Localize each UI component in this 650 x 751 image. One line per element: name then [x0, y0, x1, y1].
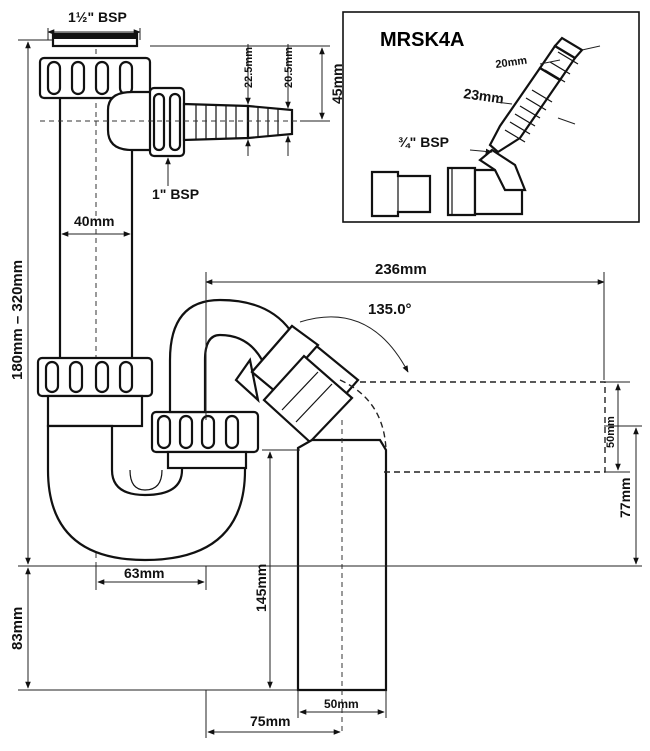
- dim-height-range: 180mm – 320mm: [9, 260, 26, 380]
- dim-50-side: 50mm: [605, 416, 617, 448]
- inset-panel: MRSK4A 20mm: [342, 11, 640, 223]
- dim-50-bottom: 50mm: [324, 697, 359, 711]
- outlet-pipe: [296, 420, 388, 735]
- outlet-swivel-nut: [250, 324, 360, 444]
- product-code: MRSK4A: [380, 29, 464, 51]
- inset-dim-20: 20mm: [495, 55, 528, 71]
- dim-236: 236mm: [375, 261, 427, 278]
- dim-77: 77mm: [617, 478, 633, 518]
- dim-45: 45mm: [329, 64, 345, 104]
- alternative-outlet-outline: [339, 379, 606, 473]
- dim-83: 83mm: [9, 607, 26, 650]
- inset-frame: [342, 11, 640, 223]
- dim-75: 75mm: [250, 713, 290, 729]
- top-waste-nut: [38, 32, 152, 100]
- appliance-inlet: [40, 86, 320, 158]
- inset-adaptor-straight: [370, 170, 432, 218]
- dim-20-5: 20.5mm: [283, 47, 295, 88]
- inset-bsp-label: ¾" BSP: [398, 134, 449, 150]
- dim-22-5: 22.5mm: [243, 47, 255, 88]
- inset-hose-tail: [488, 36, 584, 154]
- u-bend: [46, 410, 260, 562]
- dim-63: 63mm: [124, 565, 164, 581]
- tailpiece-union-nut: [36, 356, 154, 428]
- dim-145: 145mm: [253, 564, 269, 612]
- dim-angle: 135.0°: [368, 301, 412, 318]
- label-bsp-inlet: 1" BSP: [152, 186, 199, 202]
- dim-40: 40mm: [74, 213, 114, 229]
- label-bsp-top: 1½" BSP: [68, 9, 127, 25]
- inset-dim-23: 23mm: [463, 85, 505, 106]
- inset-adaptor-elbow: [446, 148, 527, 217]
